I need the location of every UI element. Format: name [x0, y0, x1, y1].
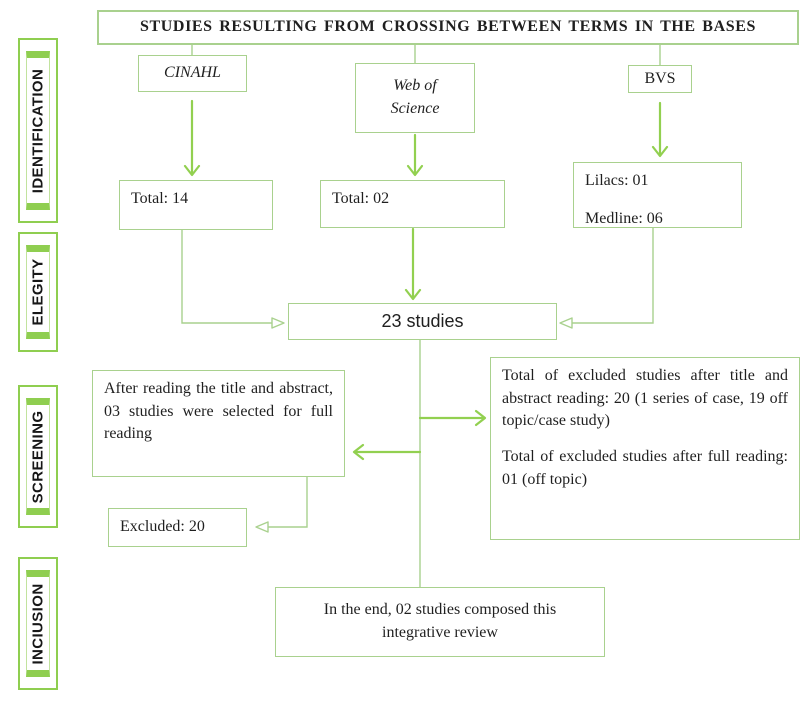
lilacs-count: Lilacs: 01	[585, 172, 649, 189]
exclusion-paragraph-2: Total of excluded studies after full rea…	[502, 448, 788, 488]
stage-bracket-icon	[26, 398, 50, 515]
diagram-title: STUDIES RESULTING FROM CROSSING BETWEEN …	[97, 10, 799, 45]
arrow-wos-to-total	[406, 133, 424, 177]
stage-label-identification: IDENTIFICATION	[29, 68, 47, 193]
stage-inclusion: INCIUSION	[18, 557, 58, 690]
box-final-inclusion: In the end, 02 studies composed this int…	[275, 587, 605, 657]
hollow-arrowhead-left2-icon	[255, 521, 269, 533]
box-total-cinahl: Total: 14	[119, 180, 273, 230]
box-bvs: BVS	[628, 65, 692, 93]
medline-count: Medline: 06	[585, 209, 663, 227]
elbow-total14-to-merge	[181, 229, 273, 324]
stage-label-screening: SCREENING	[29, 410, 47, 503]
stage-label-elegity: ELEGITY	[29, 258, 47, 326]
box-selected-studies: After reading the title and abstract, 03…	[92, 370, 345, 477]
box-total-wos: Total: 02	[320, 180, 505, 228]
arrow-total02-to-merge	[404, 227, 422, 301]
hollow-arrowhead-left-icon	[559, 317, 573, 329]
box-web-of-science: Web of Science	[355, 63, 475, 133]
hollow-arrowhead-right-icon	[271, 317, 285, 329]
wos-line1: Web of	[393, 77, 437, 95]
box-cinahl: CINAHL	[138, 55, 247, 92]
wos-line2: Science	[390, 100, 440, 117]
box-exclusion-details: Total of excluded studies after title an…	[490, 357, 800, 540]
box-excluded-count: Excluded: 20	[108, 508, 247, 547]
stage-bracket-icon	[26, 51, 50, 210]
arrow-bvs-to-lilacs	[651, 101, 669, 158]
stage-screening: SCREENING	[18, 385, 58, 528]
elbow-lilacs-to-merge	[571, 227, 654, 324]
box-bvs-breakdown: Lilacs: 01 Medline: 06	[573, 162, 742, 228]
stage-label-inclusion: INCIUSION	[29, 582, 47, 665]
stage-elegity: ELEGITY	[18, 232, 58, 352]
stage-bracket-icon	[26, 570, 50, 677]
exclusion-paragraph-1: Total of excluded studies after title an…	[502, 367, 788, 430]
arrow-cinahl-to-total	[183, 99, 201, 177]
stage-identification: IDENTIFICATION	[18, 38, 58, 223]
box-merged-studies: 23 studies	[288, 303, 557, 340]
arrow-branch-to-exclusions	[418, 409, 487, 427]
elbow-selected-to-excluded	[267, 476, 308, 528]
stage-bracket-icon	[26, 245, 50, 339]
arrow-branch-to-selected	[352, 443, 422, 461]
